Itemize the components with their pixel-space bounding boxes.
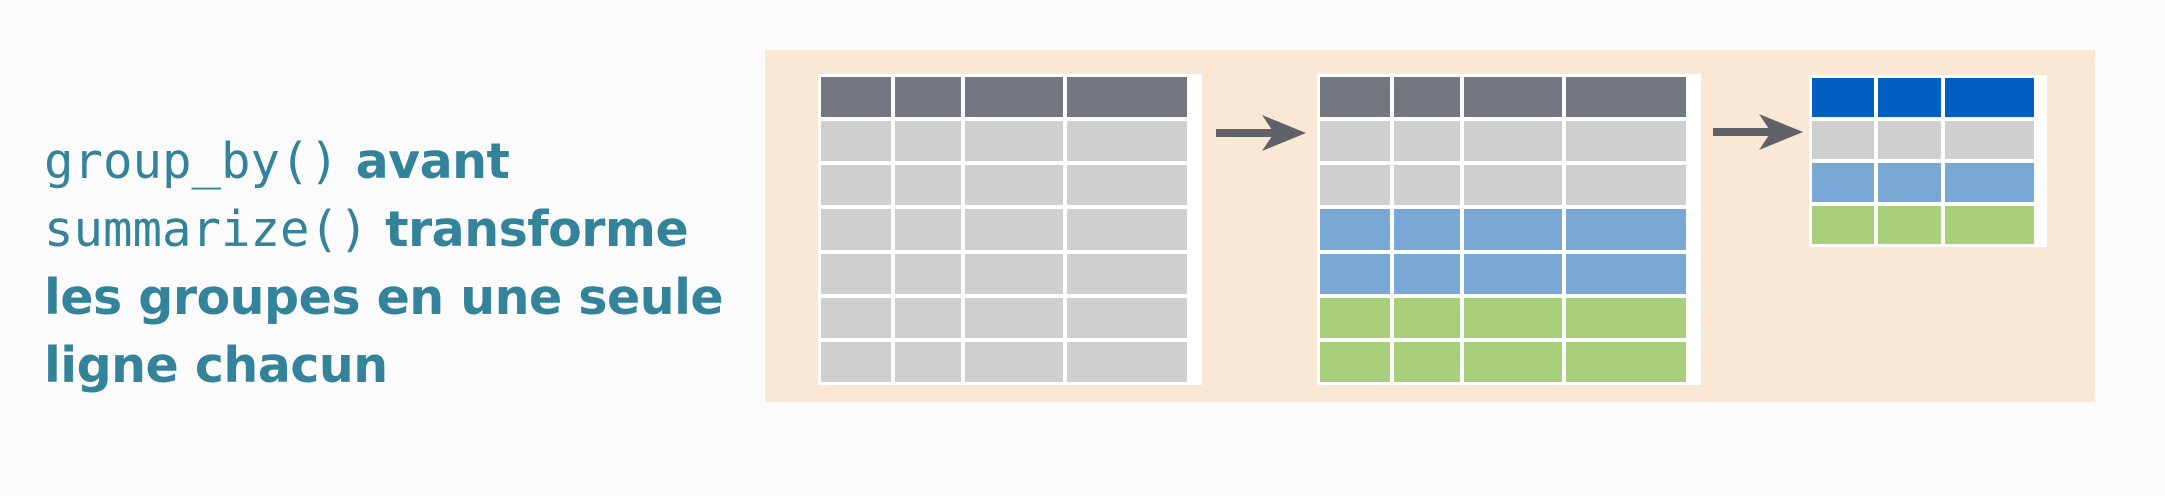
table-summarized	[1809, 75, 2047, 247]
table-cell-blue	[1878, 163, 1941, 202]
table-cell-green	[1464, 297, 1562, 338]
header-cell-header	[1067, 77, 1187, 118]
table-cell-gray	[965, 297, 1063, 338]
table-cell-gray	[1394, 121, 1460, 162]
table-cell-gray	[1067, 209, 1187, 250]
caption: group_by() avant summarize() transforme …	[44, 128, 744, 400]
arrow-right-icon	[1713, 114, 1803, 150]
table-cell-gray	[1067, 297, 1187, 338]
header-cell-blue_header	[1812, 78, 1874, 117]
header-cell-header	[1464, 77, 1562, 118]
table-cell-gray	[1067, 253, 1187, 294]
table-cell-gray	[1320, 121, 1390, 162]
table-cell-gray	[965, 165, 1063, 206]
table-cell-gray	[1320, 165, 1390, 206]
group-by-code: group_by()	[44, 133, 340, 190]
table-cell-gray	[895, 253, 961, 294]
table-cell-gray	[895, 165, 961, 206]
table-cell-green	[1878, 205, 1941, 244]
table-cell-blue	[1566, 209, 1686, 250]
table-grouped	[1317, 74, 1701, 385]
arrow-right-icon	[1216, 115, 1306, 151]
table-cell-gray	[895, 341, 961, 382]
table-cell-gray	[1945, 120, 2034, 159]
table-cell-gray	[821, 297, 891, 338]
table-cell-gray	[1394, 165, 1460, 206]
header-cell-header	[1394, 77, 1460, 118]
table-cell-gray	[1067, 341, 1187, 382]
table-cell-green	[1320, 297, 1390, 338]
header-cell-header	[1320, 77, 1390, 118]
table-original	[818, 74, 1202, 385]
table-cell-gray	[821, 121, 891, 162]
header-cell-blue_header	[1945, 78, 2034, 117]
header-cell-header	[965, 77, 1063, 118]
table-cell-green	[1566, 341, 1686, 382]
caption-text-1: avant	[339, 133, 510, 190]
table-cell-gray	[895, 209, 961, 250]
table-cell-blue	[1320, 209, 1390, 250]
table-cell-blue	[1464, 253, 1562, 294]
header-cell-header	[895, 77, 961, 118]
table-cell-gray	[1566, 165, 1686, 206]
caption-line-3: les groupes en une seule	[44, 269, 724, 326]
header-cell-header	[1566, 77, 1686, 118]
header-cell-header	[821, 77, 891, 118]
table-cell-gray	[965, 341, 1063, 382]
table-cell-gray	[965, 121, 1063, 162]
table-cell-gray	[1067, 121, 1187, 162]
table-cell-gray	[821, 209, 891, 250]
table-cell-blue	[1812, 163, 1874, 202]
table-cell-blue	[1566, 253, 1686, 294]
table-cell-gray	[1464, 165, 1562, 206]
table-cell-gray	[821, 253, 891, 294]
table-cell-blue	[1945, 163, 2034, 202]
header-cell-blue_header	[1878, 78, 1941, 117]
table-cell-green	[1464, 341, 1562, 382]
table-cell-green	[1812, 205, 1874, 244]
table-cell-blue	[1394, 253, 1460, 294]
caption-line-4: ligne chacun	[44, 337, 388, 394]
table-cell-green	[1945, 205, 2034, 244]
table-cell-gray	[1812, 120, 1874, 159]
table-cell-gray	[821, 165, 891, 206]
table-cell-gray	[1878, 120, 1941, 159]
caption-line-2: summarize() transforme	[44, 196, 744, 264]
table-cell-green	[1394, 341, 1460, 382]
table-cell-gray	[1566, 121, 1686, 162]
table-cell-blue	[1464, 209, 1562, 250]
table-cell-green	[1566, 297, 1686, 338]
table-cell-green	[1394, 297, 1460, 338]
caption-line-1: group_by() avant	[44, 128, 744, 196]
summarize-code: summarize()	[44, 201, 369, 258]
table-cell-blue	[1394, 209, 1460, 250]
table-cell-gray	[1067, 165, 1187, 206]
table-cell-gray	[895, 297, 961, 338]
table-cell-gray	[965, 209, 1063, 250]
table-cell-green	[1320, 341, 1390, 382]
table-cell-gray	[1464, 121, 1562, 162]
table-cell-gray	[895, 121, 961, 162]
table-cell-gray	[821, 341, 891, 382]
table-cell-gray	[965, 253, 1063, 294]
table-cell-blue	[1320, 253, 1390, 294]
caption-text-2: transforme	[368, 201, 689, 258]
